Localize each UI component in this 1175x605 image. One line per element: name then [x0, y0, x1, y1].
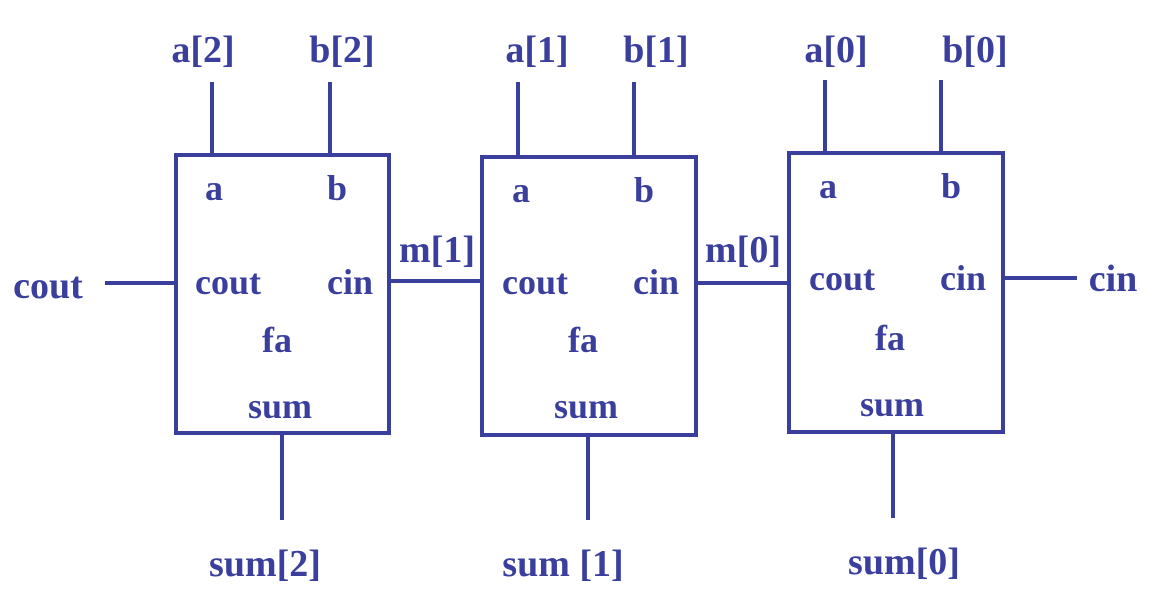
carry-label-m0: m[0]: [705, 229, 781, 271]
port-label-cout: cout: [195, 262, 261, 302]
port-label-cout: cout: [502, 262, 568, 302]
output-label-sum2: sum[2]: [209, 543, 321, 585]
port-label-cin: cin: [633, 262, 679, 302]
input-label-b1: b[1]: [623, 29, 688, 71]
port-label-b: b: [634, 170, 654, 210]
input-label-b2: b[2]: [309, 29, 374, 71]
full-adder-block-1: a[1] b[1] a b cout cin fa sum sum [1]: [480, 29, 698, 585]
full-adder-block-0: a[0] b[0] a b cout cin fa sum sum[0]: [787, 29, 1008, 583]
input-label-a1: a[1]: [505, 29, 568, 71]
port-label-a: a: [819, 166, 837, 206]
port-label-sum: sum: [248, 386, 312, 426]
port-label-cin: cin: [327, 262, 373, 302]
carry-label-m1: m[1]: [399, 229, 475, 271]
external-cin-label: cin: [1089, 258, 1138, 300]
port-label-sum: sum: [860, 384, 924, 424]
input-label-a2: a[2]: [171, 29, 234, 71]
full-adder-box-0: [787, 151, 1005, 434]
port-label-cin: cin: [940, 258, 986, 298]
full-adder-block-2: a[2] b[2] a b cout cin fa sum sum[2]: [171, 29, 391, 585]
port-label-a: a: [512, 170, 530, 210]
port-label-b: b: [941, 166, 961, 206]
external-cout-label: cout: [13, 265, 83, 307]
input-label-b0: b[0]: [942, 29, 1007, 71]
port-label-sum: sum: [554, 386, 618, 426]
input-label-a0: a[0]: [804, 29, 867, 71]
port-label-cout: cout: [809, 258, 875, 298]
port-label-b: b: [327, 168, 347, 208]
block-name-label: fa: [262, 320, 292, 360]
output-label-sum0: sum[0]: [848, 541, 960, 583]
output-label-sum1: sum [1]: [502, 543, 623, 585]
block-name-label: fa: [875, 318, 905, 358]
port-label-a: a: [205, 168, 223, 208]
block-name-label: fa: [568, 320, 598, 360]
